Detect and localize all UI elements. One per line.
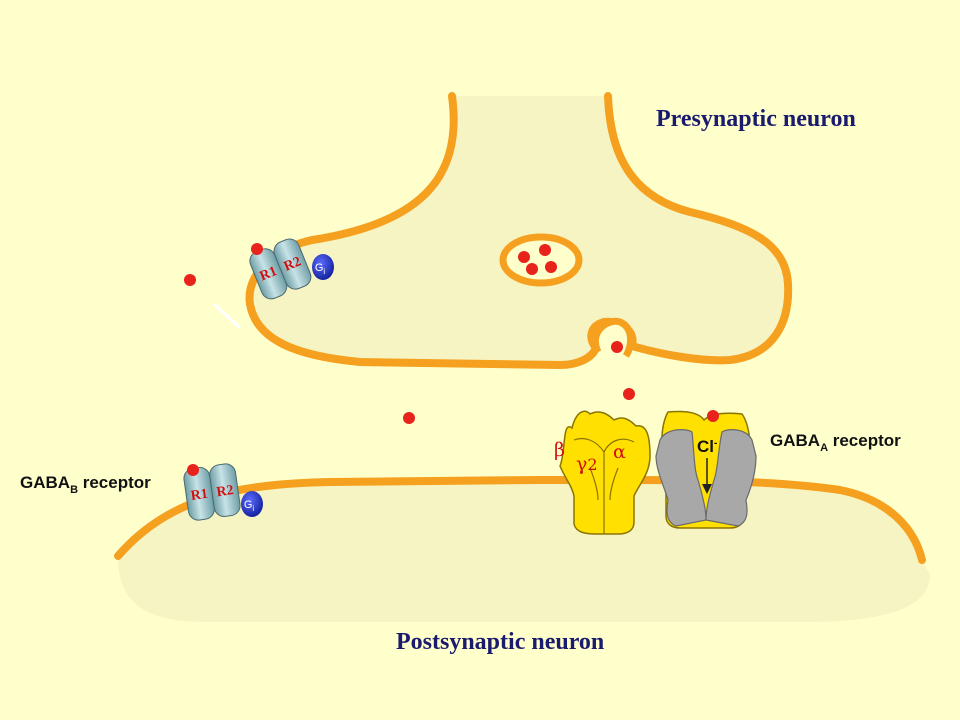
gaba-b-label-suffix: receptor xyxy=(78,473,151,492)
svg-text:Gi: Gi xyxy=(244,499,255,513)
beta-subunit-label: β xyxy=(554,439,565,461)
presyn-r2-label: R2 xyxy=(282,254,303,274)
presynaptic-terminal xyxy=(245,92,793,370)
gamma-subunit-label: γ xyxy=(576,453,587,475)
postsyn-r2-cylinder xyxy=(209,463,241,517)
gaba-molecule-2 xyxy=(623,388,635,400)
presyn-g-sub: i xyxy=(323,267,325,276)
gaba-molecule-3 xyxy=(403,412,415,424)
gaba-a-receptor-channel: Cl- xyxy=(655,410,757,529)
presynaptic-title: Presynaptic neuron xyxy=(656,106,856,132)
presyn-r2-cylinder xyxy=(273,238,312,290)
svg-text:GABAB receptor: GABAB receptor xyxy=(20,473,151,496)
gaba-a-label-suffix: receptor xyxy=(828,431,901,450)
gaba-a-body xyxy=(559,410,651,535)
postsynaptic-title: Postsynaptic neuron xyxy=(396,629,604,655)
postsyn-r2-label: R2 xyxy=(216,483,235,500)
presynaptic-gaba-b-receptor: R1 R2 Gi xyxy=(249,238,334,300)
vesicle-gaba-4 xyxy=(545,261,557,273)
vesicle-gaba-2 xyxy=(518,251,530,263)
released-gaba-pore xyxy=(611,341,623,353)
postsyn-bound-gaba xyxy=(187,464,199,476)
svg-text:Cl-: Cl- xyxy=(697,437,717,456)
postsynaptic-gaba-b-receptor: R1 R2 Gi xyxy=(183,463,263,521)
alpha-subunit-label: α xyxy=(613,441,626,463)
presyn-g-label: G xyxy=(315,262,324,274)
diffusion-streak xyxy=(212,302,242,330)
postsyn-g-protein xyxy=(241,491,263,517)
svg-text:γ2: γ2 xyxy=(576,453,598,475)
gaba-b-label-sub: B xyxy=(70,484,78,496)
presyn-r1-label: R1 xyxy=(258,264,279,284)
postsyn-g-label: G xyxy=(244,499,253,511)
gaba-a-inner-lines xyxy=(573,437,635,534)
gaba-a-label-prefix: GABA xyxy=(770,431,820,450)
presyn-bound-gaba xyxy=(251,243,263,255)
chloride-label: Cl xyxy=(697,437,714,456)
chloride-charge: - xyxy=(714,438,717,449)
vesicle-gaba-1 xyxy=(539,244,551,256)
gaba-a-label-sub: A xyxy=(820,442,828,454)
svg-text:Gi: Gi xyxy=(315,262,326,276)
gaba-a-bound-gaba xyxy=(707,410,719,422)
gaba-a-receptor-subunits: β γ2 α xyxy=(554,410,651,535)
channel-right-wall xyxy=(705,429,757,527)
presynaptic-cytoplasm xyxy=(249,96,789,365)
gaba-b-label-prefix: GABA xyxy=(20,473,70,492)
gaba-molecule-1 xyxy=(184,274,196,286)
presyn-g-protein xyxy=(312,254,334,280)
postsyn-g-sub: i xyxy=(252,504,254,513)
synaptic-vesicle xyxy=(499,233,583,287)
svg-text:GABAA receptor: GABAA receptor xyxy=(770,431,901,454)
chloride-arrowhead xyxy=(702,484,712,494)
postsyn-r1-label: R1 xyxy=(190,487,209,504)
vesicle-gaba-3 xyxy=(526,263,538,275)
channel-left-wall xyxy=(655,429,707,527)
gamma-subunit-number: 2 xyxy=(587,455,597,474)
